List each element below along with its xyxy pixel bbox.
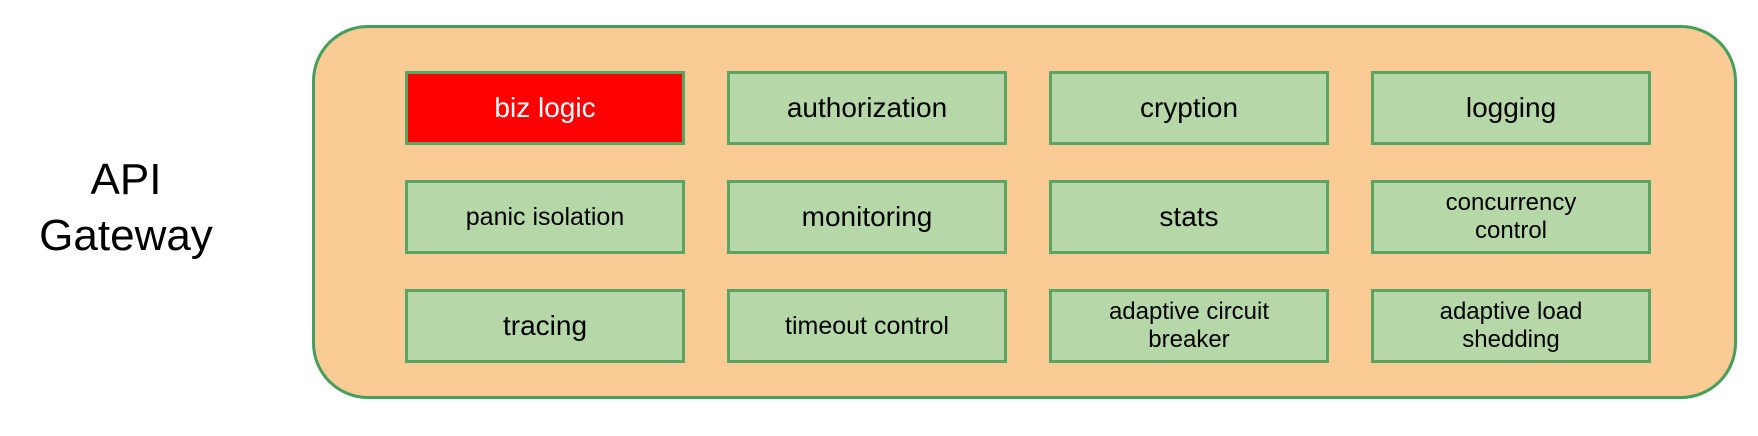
component-box-biz-logic: biz logic xyxy=(405,71,685,145)
component-box-stats: stats xyxy=(1049,180,1329,254)
api-gateway-label: API Gateway xyxy=(39,155,213,261)
component-box-adaptive-circuit-breaker: adaptive circuit breaker xyxy=(1049,289,1329,363)
component-box-authorization: authorization xyxy=(727,71,1007,145)
component-box-adaptive-load-shedding: adaptive load shedding xyxy=(1371,289,1651,363)
component-box-tracing: tracing xyxy=(405,289,685,363)
component-box-monitoring: monitoring xyxy=(727,180,1007,254)
api-gateway-container: biz logic authorization cryption logging… xyxy=(312,25,1737,399)
component-box-concurrency-control: concurrency control xyxy=(1371,180,1651,254)
component-box-logging: logging xyxy=(1371,71,1651,145)
component-box-panic-isolation: panic isolation xyxy=(405,180,685,254)
component-box-cryption: cryption xyxy=(1049,71,1329,145)
component-box-timeout-control: timeout control xyxy=(727,289,1007,363)
